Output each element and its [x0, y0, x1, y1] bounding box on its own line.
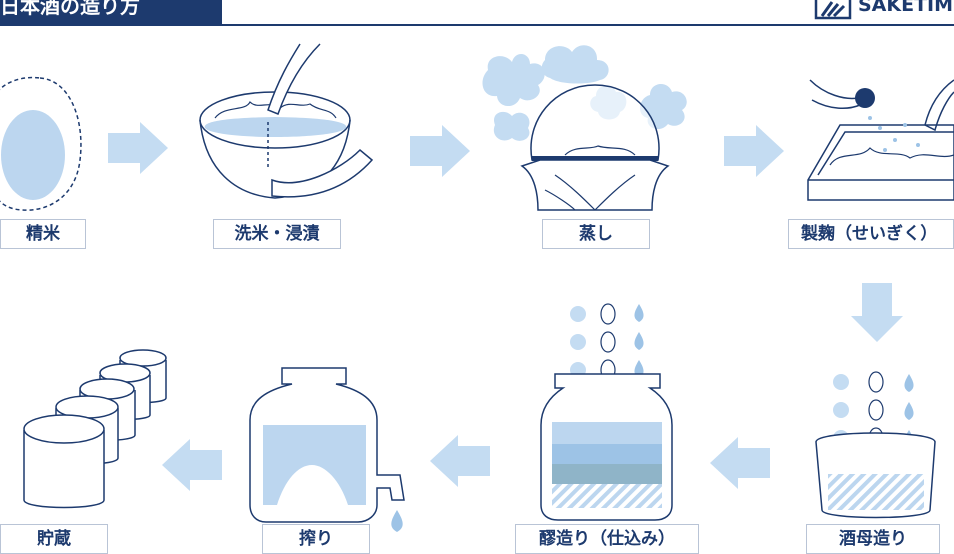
steaming-illustration [482, 45, 687, 211]
step-label-seimai: 精米 [0, 219, 86, 249]
koji-box-illustration [807, 79, 954, 201]
arrow-left-icon [430, 435, 490, 487]
moromi-jar-illustration [540, 303, 673, 521]
step-label-shubo: 酒母造り [806, 524, 940, 554]
step-label-moromi: 醪造り（仕込み） [515, 524, 699, 554]
logo-mark-icon [814, 0, 852, 20]
shubo-tub-illustration [815, 371, 936, 519]
page-title: 日本酒の造り方 [0, 0, 140, 18]
arrow-left-icon [710, 437, 770, 489]
step-label-seikiku: 製麹（せいぎく） [788, 219, 954, 249]
page-title-bar: 日本酒の造り方 [0, 0, 222, 24]
washing-bowl-illustration [199, 43, 374, 199]
pressing-tank-illustration [249, 367, 405, 532]
logo-text: SAKETIMES [858, 0, 954, 16]
arrow-down-icon [851, 283, 903, 342]
saketimes-logo: SAKETIMES [814, 0, 954, 20]
storage-tanks-illustration [23, 349, 167, 509]
arrow-right-icon [724, 125, 784, 177]
step-label-senmai-shinseki: 洗米・浸漬 [213, 219, 341, 249]
step-label-mushi: 蒸し [542, 219, 650, 249]
step-label-shibori: 搾り [262, 524, 370, 554]
arrow-right-icon [108, 122, 168, 174]
header-rule [0, 24, 954, 26]
step-label-chozo: 貯蔵 [0, 524, 108, 554]
arrow-right-icon [410, 125, 470, 177]
arrow-left-icon [162, 439, 222, 491]
polished-rice-illustration [0, 76, 82, 211]
